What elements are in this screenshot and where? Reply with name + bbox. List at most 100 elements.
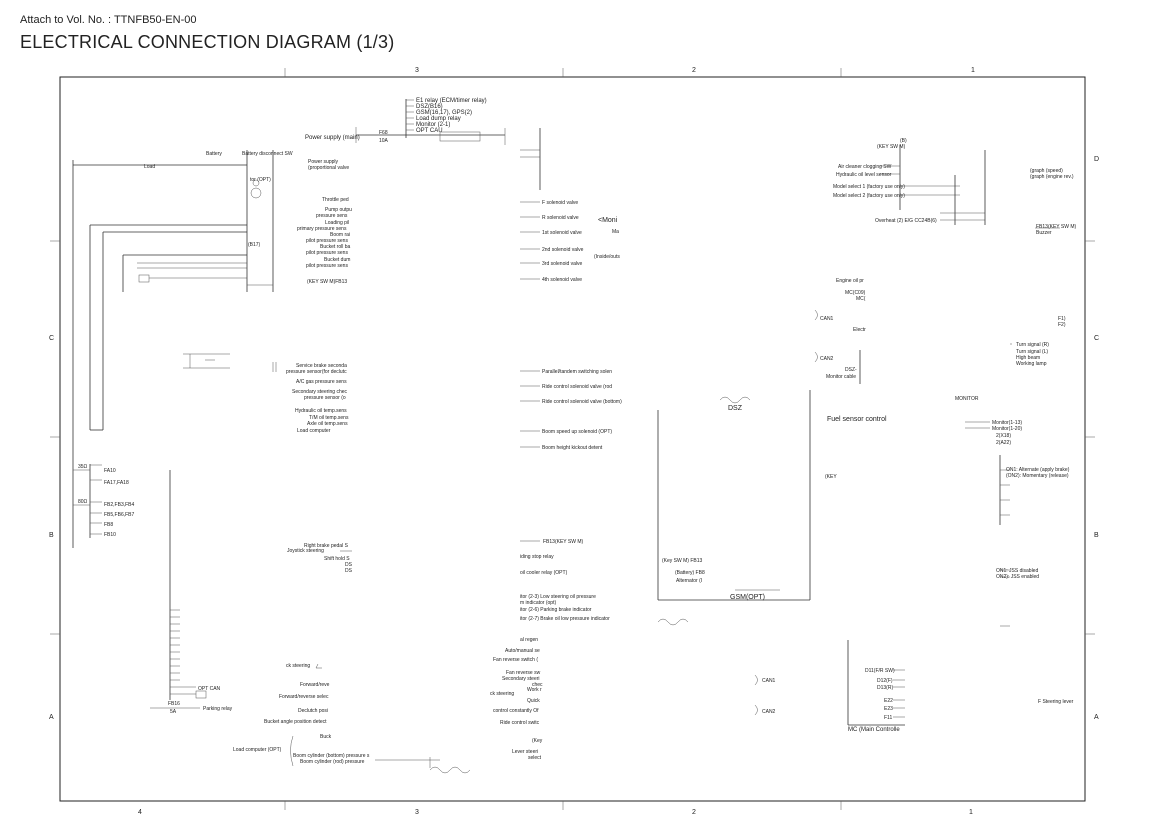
ds2-label: DS (345, 568, 353, 574)
hydraulic-oil-label: Hydraulic oil temp.sens (295, 408, 347, 414)
power-supply-main: Power supply (main) (305, 135, 360, 141)
relay-monitor: Monitor (2-1) (416, 122, 450, 128)
joystick-label: Joystick steering (287, 548, 324, 554)
brake-oil-indicator: itor (2-7) Brake oil low pressure indica… (520, 616, 610, 622)
bucket-dump-1: Bucket dum (324, 257, 350, 263)
fuse-f68: F68 (379, 130, 388, 136)
d13-label: D13(R) (877, 685, 893, 691)
graph-speed-label: (graph (speed) (1030, 168, 1063, 174)
page-title: ELECTRICAL CONNECTION DIAGRAM (1/3) (20, 32, 395, 52)
control-constantly-label: control constantly Of (493, 708, 539, 714)
boom-2: pilot pressure sens (306, 238, 348, 244)
row-label-d-right: D (1094, 156, 1099, 163)
left-bus (72, 150, 274, 548)
col-label-3-top: 3 (415, 67, 419, 74)
relay-symbol-c (183, 353, 277, 372)
ck-steering-label: ck steering (490, 691, 514, 697)
resistor-80: 80Ω (78, 499, 88, 505)
boom-cyl-rod-label: Boom cylinder (rod) pressure (300, 759, 365, 765)
work-label: Work r (527, 687, 542, 693)
working-lamp-label: Working lamp (1016, 361, 1047, 367)
auto-manual-label: Auto/manual se (505, 648, 540, 654)
relay-gsm: GSM(16,17), GPS(2) (416, 110, 472, 116)
col-label-1-top: 1 (971, 67, 975, 74)
col-label-2-bottom: 2 (692, 809, 696, 816)
battery-fb8: (Battery) FB8 (675, 570, 705, 576)
load-computer-opt-label: Load computer (OPT) (233, 747, 282, 753)
r-solenoid: R solenoid valve (542, 215, 579, 221)
can2-bottom: CAN2 (762, 709, 776, 715)
fuse-fa10: FA10 (104, 468, 116, 474)
pump-2: pressure sens (316, 213, 348, 219)
dsz-monitor-2: Monitor cable (826, 374, 856, 380)
dsz-monitor-1: DSZ- (845, 367, 857, 373)
x18-label: 2(X18) (996, 433, 1011, 439)
bucket-1: Bucket roll ba (320, 244, 351, 250)
pump-1: Pump outpu (325, 207, 352, 213)
mc-label: MC( (856, 296, 866, 302)
e23-label: E23 (884, 706, 893, 712)
bucket-angle-label: Bucket angle position detect (264, 719, 327, 725)
fuse-fb8: FB8 (104, 522, 113, 528)
battery-label: Battery (206, 151, 222, 157)
col-label-3-bottom: 3 (415, 809, 419, 816)
gsm-label: GSM(OPT) (730, 594, 765, 601)
buck-label: Buck (320, 734, 332, 740)
steering-lever-label: F Steering lever (1038, 699, 1074, 705)
graph-engine-label: (graph (engine rev.) (1030, 174, 1074, 180)
key-label-right: (KEY (825, 474, 837, 480)
lever-steer-1: Lever steeri (512, 749, 538, 755)
jss-enabled-label: ON2): JSS enabled (996, 574, 1039, 580)
power-prop-1: Power supply (308, 159, 339, 165)
throttle-label: Throttle ped (322, 197, 349, 203)
lower-left-bus (150, 470, 207, 709)
forward-reverse-label: Forward/reve (300, 682, 330, 688)
service-brake-2: pressure sensor(for declutc (286, 369, 347, 375)
air-cleaner-label: Air cleaner clogging SW (838, 164, 892, 170)
monitor-1-13: Monitor(1-13) (992, 420, 1022, 426)
d11-label: D11(F/R SW) (865, 668, 895, 674)
opt-can-label: OPT CAN (198, 686, 221, 692)
can1-right: CAN1 (820, 316, 834, 322)
row-label-a-right: A (1094, 714, 1099, 721)
top-relay-block: E1 relay (ECM/timer relay) DSZ(B16) GSM(… (305, 98, 506, 145)
fuel-sensor-label: Fuel sensor control (827, 416, 887, 423)
fuse-f68-amp: 10A (379, 138, 389, 144)
secondary-steer-2: chec (532, 682, 543, 688)
relay-dsz: DSZ(B16) (416, 104, 443, 110)
parallel-tandem-label: Parallel/tandem switching solen (542, 369, 612, 375)
fan-reverse-sw-label: Fan reverse sw (506, 670, 541, 676)
attach-volume-label: Attach to Vol. No. : TTNFB50-EN-00 (20, 14, 197, 26)
battery-disconnect-label: Battery disconnect SW (242, 151, 293, 157)
f11-label: F11 (884, 715, 892, 721)
fuse-fb5: FB5,FB6,FB7 (104, 512, 135, 518)
key-sw-m-right: (KEY SW M) (877, 144, 906, 150)
row-label-b-right: B (1094, 532, 1099, 539)
secondary-steering-2: pressure sensor (o (304, 395, 346, 401)
lever-steer-2: select (528, 755, 542, 761)
boom-1: Boom rai (330, 232, 350, 238)
b17-label: (B17) (248, 242, 261, 248)
fuse-fa17: FA17,FA18 (104, 480, 129, 486)
sensor-labels-left: Power supply (proportional valve Throttl… (286, 159, 353, 574)
loading-1: Loading pil (325, 220, 349, 226)
turn-signal-l: Turn signal (L) (1016, 349, 1048, 355)
boom-height-label: Boom height kickout detent (542, 445, 603, 451)
monitor-block-label: MONITOR (955, 396, 979, 402)
overheat-label: Overheat (2) E/G CC24B(6) (875, 218, 937, 224)
parking-brake-indicator: itor (2-6) Parking brake indicator (520, 607, 592, 613)
lower-left-labels: ck steering Forward/reve Forward/reverse… (233, 663, 471, 774)
hydraulic-level-label: Hydraulic oil level sensor (836, 172, 892, 178)
quick-label: Quick (527, 698, 540, 704)
low-steering-1: itor (2-3) Low steering oil pressure (520, 594, 596, 600)
parking-relay-label: Parking relay (203, 706, 233, 712)
fuse-block-left (73, 464, 102, 538)
row-label-c-right: C (1094, 335, 1099, 342)
loading-2: primary pressure sens (297, 226, 347, 232)
center-valves (520, 128, 541, 542)
monitor-1-20: Monitor(1-20) (992, 426, 1022, 432)
mc-controller (754, 640, 905, 726)
ride-control-switch-label: Ride control switc (500, 720, 540, 726)
e22-label: E22 (884, 698, 893, 704)
fb13-key-right: FB13(KEY SW M) (1036, 224, 1077, 230)
